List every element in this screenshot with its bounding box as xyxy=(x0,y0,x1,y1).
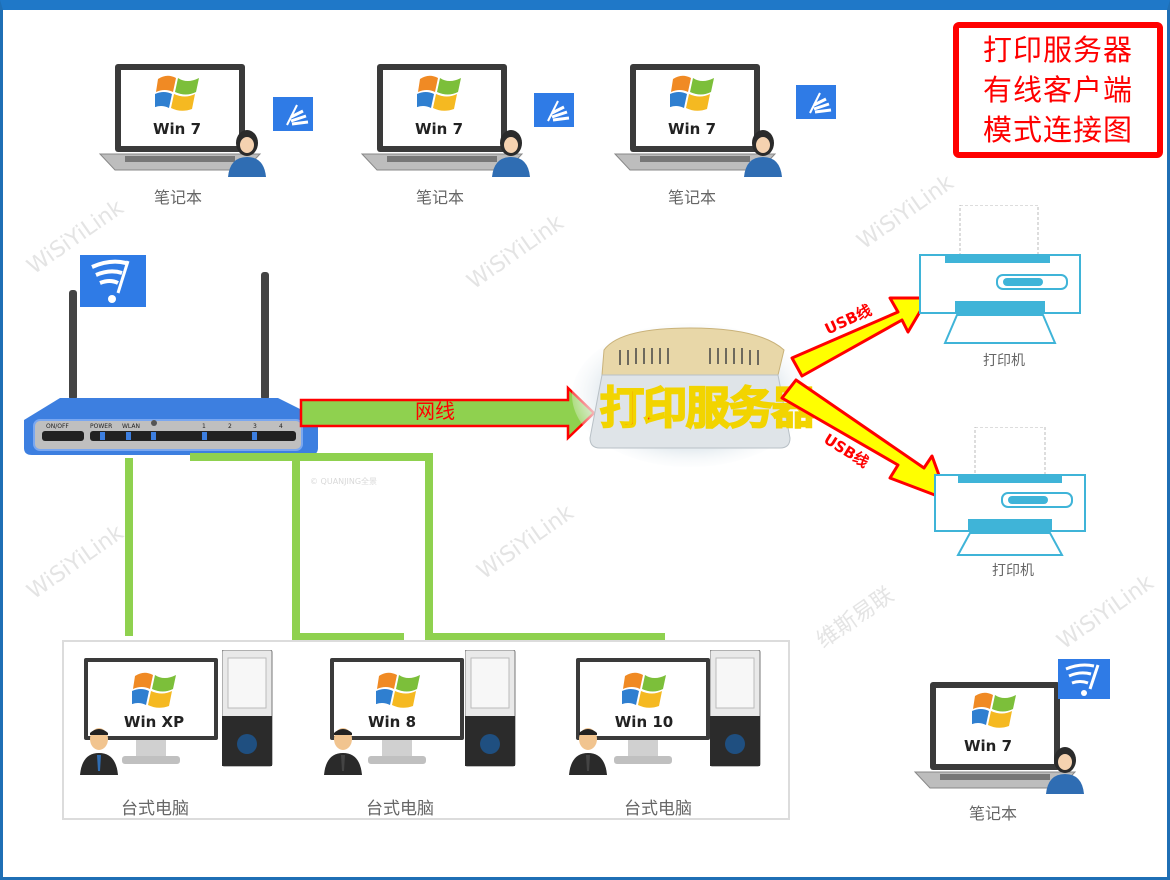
os-label: Win XP xyxy=(123,713,185,731)
router-port-label: 4 xyxy=(279,423,283,430)
cable-to-desktop-2-h xyxy=(292,633,404,641)
user-male-icon xyxy=(324,728,362,775)
laptop-caption: 笔记本 xyxy=(153,188,202,207)
printer-caption: 打印机 xyxy=(992,563,1034,579)
windows-logo-icon xyxy=(622,672,666,708)
cable-to-desktop-2 xyxy=(292,458,300,640)
router-port-label: 2 xyxy=(228,423,232,430)
title-line: 有线客户端 xyxy=(982,73,1133,107)
usb-arrow-1 xyxy=(790,296,930,378)
router-wlan-label: WLAN xyxy=(122,423,141,430)
network-cable-label: 网线 xyxy=(415,399,455,423)
wifi-icon xyxy=(273,97,313,131)
print-server-label: 打印服务器 xyxy=(599,382,817,435)
print-server-icon xyxy=(572,323,808,467)
title-line: 模式连接图 xyxy=(982,113,1133,147)
wifi-icon xyxy=(80,255,146,307)
desktop-caption: 台式电脑 xyxy=(624,799,692,819)
pc-tower-icon xyxy=(222,650,273,767)
wifi-icon xyxy=(534,93,574,127)
laptop-caption: 笔记本 xyxy=(415,188,464,207)
laptop-caption: 笔记本 xyxy=(667,188,716,207)
os-label: Win 7 xyxy=(667,120,717,138)
wifi-icon xyxy=(796,85,836,119)
cable-to-desktop-3-h xyxy=(425,633,665,641)
windows-logo-icon xyxy=(376,672,420,708)
os-label: Win 7 xyxy=(963,737,1013,755)
diagram-title: 打印服务器 有线客户端 模式连接图 xyxy=(953,22,1163,158)
windows-logo-icon xyxy=(972,692,1016,728)
user-female-icon xyxy=(1046,747,1084,794)
os-label: Win 8 xyxy=(367,713,417,731)
pc-tower-icon xyxy=(465,650,516,767)
desktop-caption: 台式电脑 xyxy=(366,799,434,819)
cable-to-desktop-3 xyxy=(425,453,433,640)
router-onoff-label: ON/OFF xyxy=(46,423,69,430)
router-watermark: © QUANJING全景 xyxy=(310,477,378,486)
router-icon xyxy=(24,272,318,455)
title-line: 打印服务器 xyxy=(982,33,1133,67)
pc-tower-icon xyxy=(710,650,761,767)
desktop-caption: 台式电脑 xyxy=(121,799,189,819)
windows-logo-icon xyxy=(155,75,199,111)
cable-to-desktop-1 xyxy=(125,458,133,636)
user-female-icon xyxy=(228,130,266,177)
laptop-caption: 笔记本 xyxy=(968,804,1017,823)
network-cable-arrow xyxy=(299,385,596,441)
wifi-icon xyxy=(1058,659,1110,699)
router-power-label: POWER xyxy=(90,423,113,430)
printer-icon xyxy=(934,427,1086,556)
user-male-icon xyxy=(569,728,607,775)
router-port-label: 3 xyxy=(253,423,257,430)
cable-horizontal xyxy=(190,453,430,461)
windows-logo-icon xyxy=(132,672,176,708)
windows-logo-icon xyxy=(417,75,461,111)
os-label: Win 7 xyxy=(414,120,464,138)
router-port-label: 1 xyxy=(202,423,206,430)
desktop-group xyxy=(62,640,790,820)
windows-logo-icon xyxy=(670,75,714,111)
usb-arrow-2 xyxy=(780,378,950,502)
os-label: Win 7 xyxy=(152,120,202,138)
user-female-icon xyxy=(744,130,782,177)
user-male-icon xyxy=(80,728,118,775)
printer-icon xyxy=(919,205,1081,344)
printer-caption: 打印机 xyxy=(983,353,1025,369)
os-label: Win 10 xyxy=(614,713,674,731)
user-female-icon xyxy=(492,130,530,177)
